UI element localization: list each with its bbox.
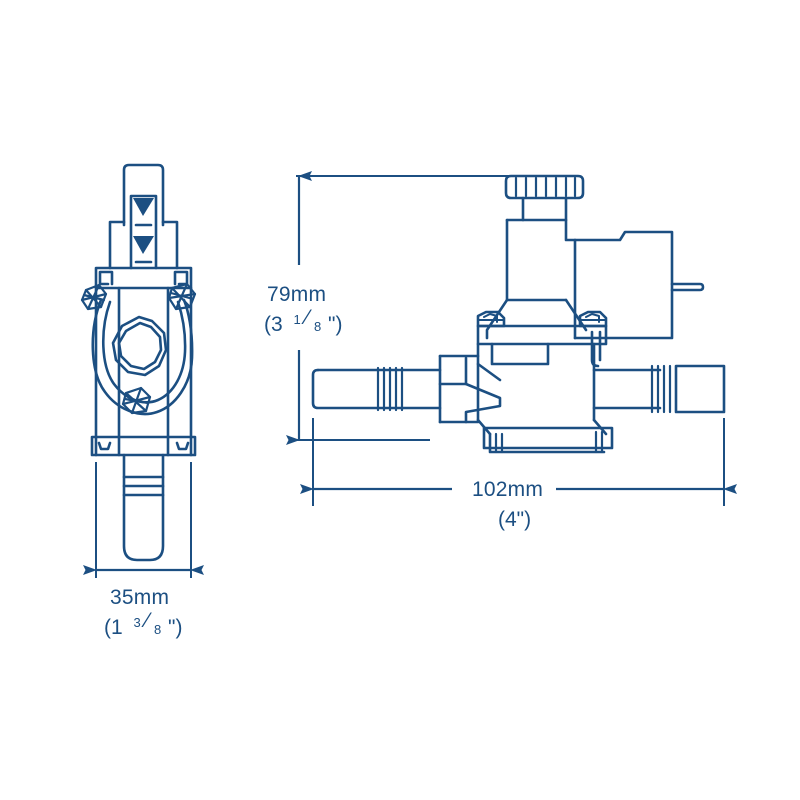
front-inner-stem xyxy=(129,194,158,270)
outlet-pipe-body xyxy=(592,368,662,410)
body-sides xyxy=(476,342,596,422)
dimension-labels: 79mm (3 1 ⁄ 8 ") 102mm (4") 35mm (1 3 ⁄ … xyxy=(104,283,543,639)
height-metric-label: 79mm xyxy=(267,283,326,306)
front-bracket-left xyxy=(98,270,114,286)
width-frac-denominator: 8 xyxy=(154,622,161,637)
body-upper-step xyxy=(490,342,550,366)
terminal-lead-outline xyxy=(670,282,705,292)
height-imperial-label: (3 1 ⁄ 8 ") xyxy=(264,306,343,336)
front-base-plate xyxy=(90,435,197,457)
bonnet-taper-left xyxy=(485,298,509,340)
front-bracket-right xyxy=(173,270,189,286)
upper-body-top xyxy=(505,218,577,242)
ribbed-cap-ribs xyxy=(514,176,577,198)
front-spring-guides xyxy=(134,223,153,264)
outlet-thread-ribs xyxy=(650,364,672,414)
body-top-flange xyxy=(476,324,608,346)
clamp-ring-inner xyxy=(102,300,187,404)
inlet-shoulder-lines xyxy=(438,354,480,424)
height-imperial-whole: (3 xyxy=(264,313,283,336)
valve-seat-edge xyxy=(476,362,502,382)
inlet-thread-ribs xyxy=(376,366,404,412)
bonnet-nut-left-detail xyxy=(477,313,505,323)
width-imperial-whole: (1 xyxy=(104,616,123,639)
hex-nut-outline xyxy=(111,315,168,377)
base-flange-ribs xyxy=(494,430,604,454)
width-metric-label: 35mm xyxy=(110,586,169,609)
coil-housing-outline xyxy=(573,230,674,340)
ribbed-cap-outline xyxy=(504,174,585,200)
front-spring-mark-upper xyxy=(133,198,154,216)
width-imperial-close: ") xyxy=(168,616,182,639)
front-shoulder xyxy=(108,220,179,270)
dimension-lines xyxy=(83,171,737,578)
front-view-geometry xyxy=(80,163,197,562)
width-imperial-label: (1 3 ⁄ 8 ") xyxy=(104,609,183,639)
clamp-ring-outer xyxy=(91,298,194,416)
side-view-geometry xyxy=(311,174,726,454)
clamp-node-bottom xyxy=(121,386,152,415)
height-frac-numerator: 1 xyxy=(294,312,301,327)
valve-seat-cone xyxy=(464,356,502,424)
front-top-neck xyxy=(122,163,165,227)
length-metric-label: 102mm xyxy=(472,478,543,501)
width-frac-numerator: 3 xyxy=(134,615,141,630)
front-base-notch-right xyxy=(175,441,190,451)
height-frac-denominator: 8 xyxy=(314,319,321,334)
front-spring-mark-lower xyxy=(133,236,154,254)
cap-stem xyxy=(521,196,568,222)
lower-stem-outline xyxy=(122,453,165,562)
clamp-node-left xyxy=(80,283,108,311)
clamp-node-right xyxy=(167,282,197,311)
base-flange-bottom xyxy=(488,432,606,454)
height-imperial-close: ") xyxy=(328,313,342,336)
hex-nut-inner xyxy=(117,321,163,371)
length-imperial-label: (4") xyxy=(498,508,531,531)
bonnet-nut-right-detail xyxy=(579,313,607,323)
inlet-pipe-lower xyxy=(311,368,442,410)
base-flange-plate xyxy=(482,426,614,450)
front-body-inner-walls xyxy=(117,286,170,457)
lower-stem-bands xyxy=(122,475,165,497)
front-base-notch-left xyxy=(97,441,112,451)
outlet-end-fitting xyxy=(674,364,726,414)
